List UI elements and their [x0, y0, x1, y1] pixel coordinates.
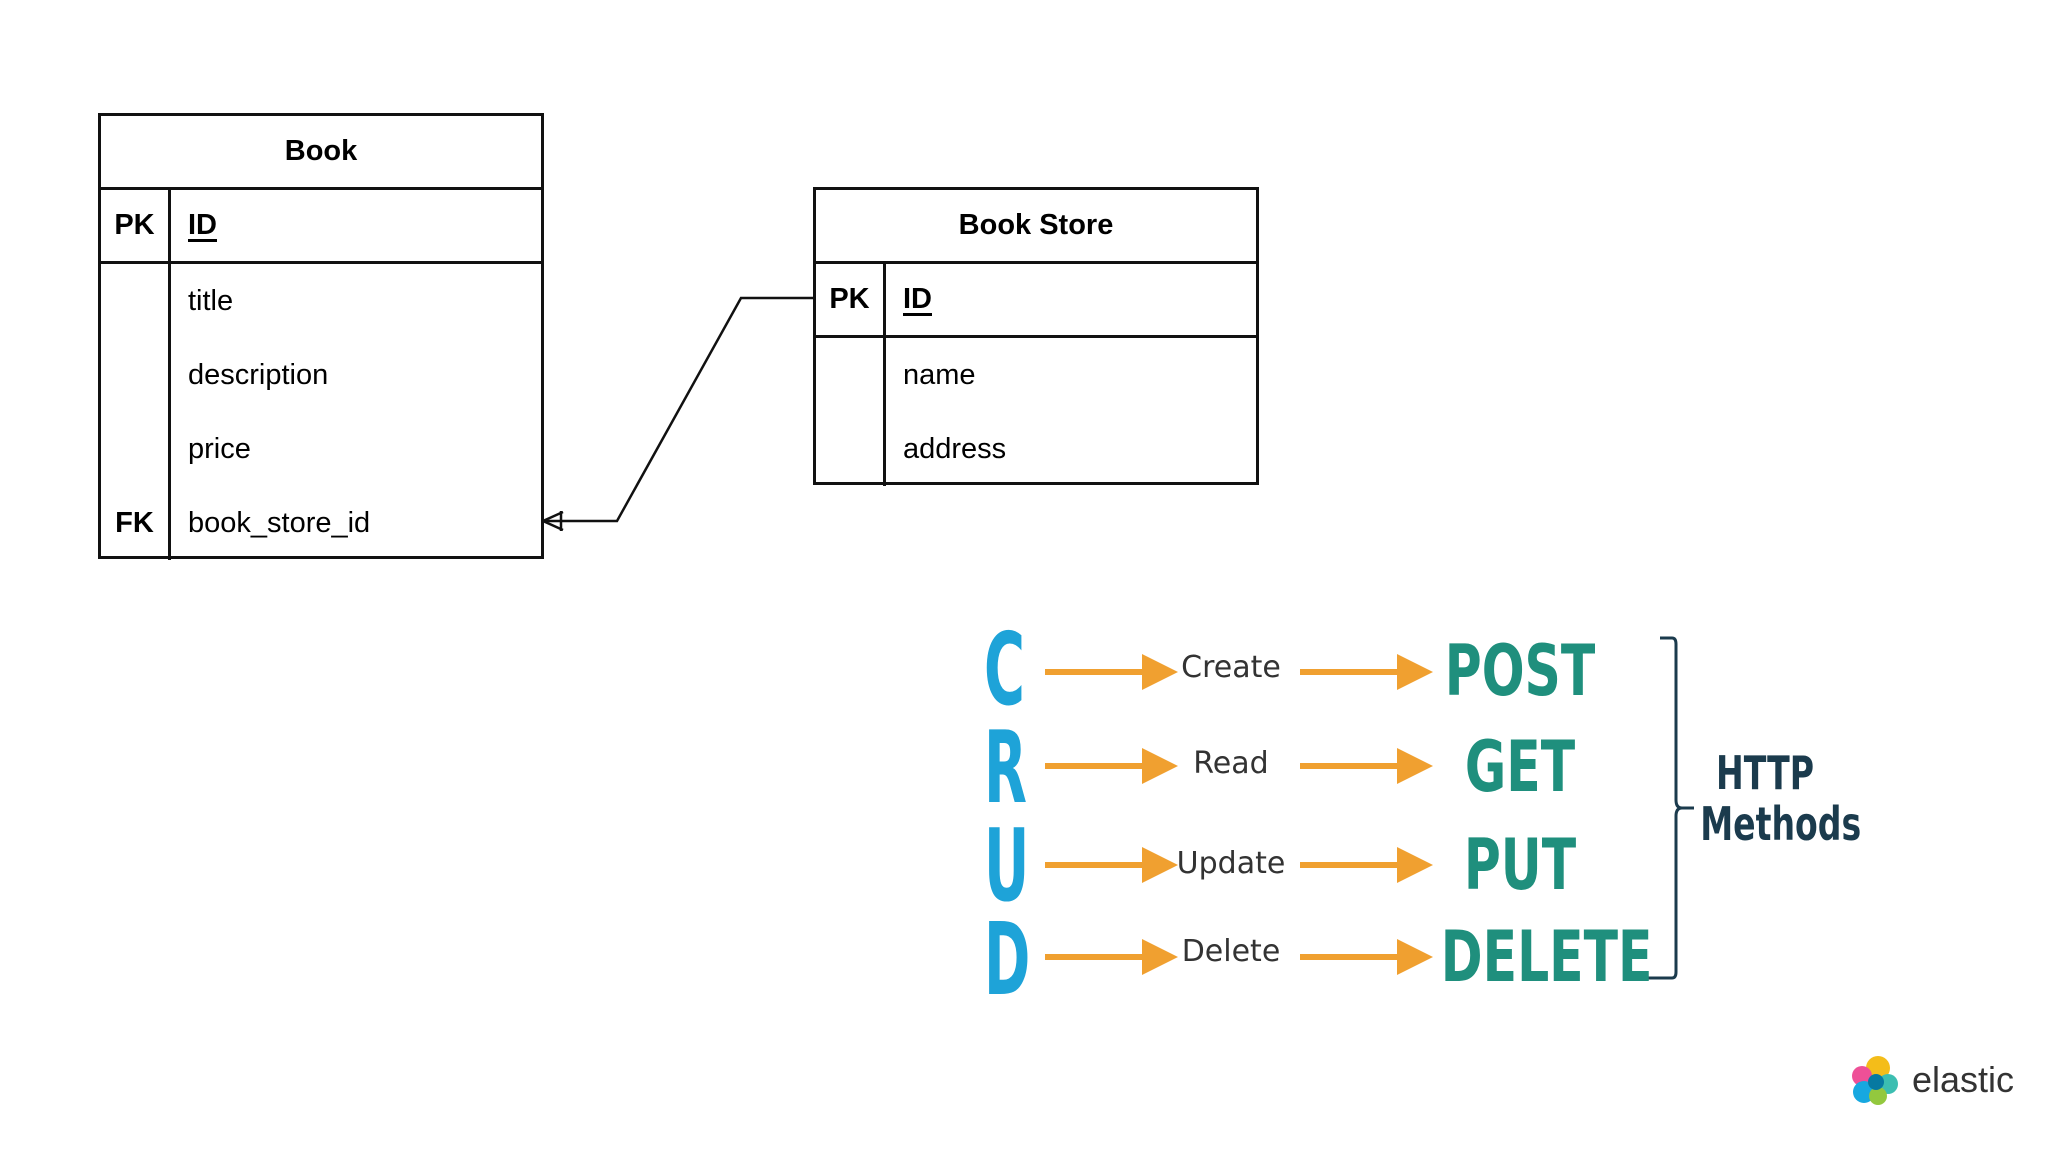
book-store-key-column: [816, 338, 886, 486]
book-store-pk-label: PK: [816, 264, 886, 335]
book-table-title: Book: [101, 116, 541, 190]
book-store-field-name: name: [903, 358, 976, 391]
elastic-logo-text: elastic: [1912, 1059, 2015, 1100]
crud-arrows: [1045, 636, 1694, 980]
crud-letter-r: R: [984, 709, 1027, 826]
operation-read: Read: [1193, 746, 1269, 781]
operation-create: Create: [1181, 650, 1281, 685]
book-store-table-title: Book Store: [816, 190, 1256, 264]
crud-http-panel: C R U D Create Read Update Delete POST G…: [960, 600, 1862, 1020]
book-pk-field: ID: [188, 209, 217, 241]
http-label-line1: HTTP: [1716, 746, 1814, 800]
book-store-table: Book Store PK ID name address: [813, 187, 1259, 486]
book-store-pk-field: ID: [903, 283, 932, 315]
book-field-description: description: [188, 358, 329, 391]
http-label-line2: Methods: [1700, 796, 1862, 851]
book-field-price: price: [188, 432, 251, 465]
http-methods-label: HTTP Methods: [1700, 746, 1862, 851]
elastic-logo: elastic: [1848, 1052, 2014, 1108]
book-field-book-store-id: book_store_id: [188, 506, 371, 539]
book-pk-row: PK ID: [101, 190, 541, 264]
method-delete: DELETE: [1440, 916, 1653, 998]
book-store-fields: name address: [816, 338, 1256, 486]
elastic-logo-icon: [1852, 1056, 1898, 1105]
book-field-title: title: [188, 284, 234, 317]
crud-letter-u: U: [984, 807, 1030, 924]
operation-update: Update: [1176, 846, 1286, 881]
book-store-pk-row: PK ID: [816, 264, 1256, 338]
book-store-field-address: address: [903, 432, 1007, 465]
book-fields: FK title description price book_store_id: [101, 264, 541, 560]
crud-letter-d: D: [984, 901, 1031, 1018]
operation-delete: Delete: [1181, 934, 1281, 969]
method-post: POST: [1444, 630, 1596, 712]
book-pk-label: PK: [101, 190, 171, 261]
book-key-column: FK: [101, 264, 171, 560]
method-put: PUT: [1463, 824, 1577, 906]
method-get: GET: [1464, 726, 1576, 808]
crud-letter-c: C: [984, 611, 1025, 728]
http-bracket: [1628, 636, 1694, 980]
book-table: Book PK ID FK title description price bo…: [98, 113, 544, 560]
book-fk-label: FK: [115, 506, 154, 539]
